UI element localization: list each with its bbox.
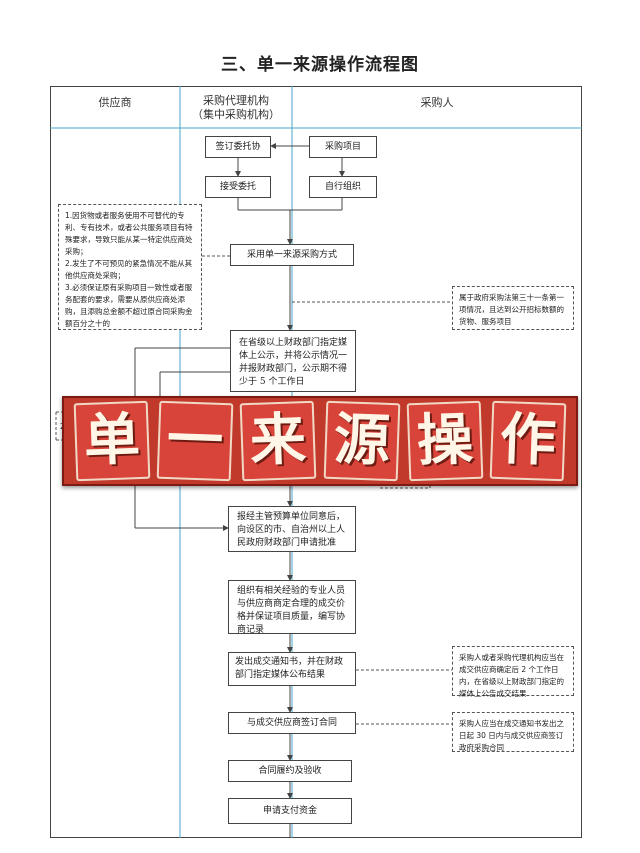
overlay-banner: 单 一 来 源 操 作 bbox=[62, 396, 578, 486]
step-issue-notice: 发出成交通知书，并在财政部门指定媒体公布结果 bbox=[228, 652, 356, 686]
banner-char: 单 bbox=[73, 400, 150, 482]
column-header-supplier: 供应商 bbox=[98, 96, 132, 109]
note-scope: 属于政府采购法第三十一条第一项情况，且达到公开招标数额的货物、服务项目 bbox=[452, 286, 574, 330]
step-purchase-project: 采购项目 bbox=[309, 136, 377, 158]
note-result-notice: 采购人或者采购代理机构应当在成交供应商确定后 2 个工作日内，在省级以上财政部门… bbox=[452, 646, 574, 698]
banner-char: 源 bbox=[323, 400, 400, 482]
banner-char: 操 bbox=[406, 400, 484, 482]
step-sign-contract: 与成交供应商签订合同 bbox=[228, 712, 356, 734]
banner-char: 来 bbox=[239, 400, 317, 482]
page-title: 三、单一来源操作流程图 bbox=[221, 55, 419, 75]
step-organize-negotiation: 组织有相关经验的专业人员与供应商商定合理的成交价格并保证项目质量，编写协商记录 bbox=[228, 580, 356, 635]
step-self-organize: 自行组织 bbox=[309, 176, 377, 198]
banner-char: 一 bbox=[156, 400, 234, 482]
flowchart-frame bbox=[50, 86, 582, 838]
step-publicize: 在省级以上财政部门指定媒体上公示，并将公示情况一并报财政部门，公示期不得少于 5… bbox=[230, 330, 356, 392]
note-contract-notice: 采购人应当在成交通知书发出之日起 30 日内与成交供应商签订政府采购合同 bbox=[452, 712, 574, 752]
step-sign-entrust: 签订委托协 bbox=[205, 136, 271, 158]
column-header-purchaser: 采购人 bbox=[420, 96, 454, 109]
column-header-agency: 采购代理机构 （集中采购机构） bbox=[192, 94, 280, 121]
step-perform-accept: 合同履约及验收 bbox=[228, 760, 352, 782]
step-adopt-method: 采用单一来源采购方式 bbox=[230, 244, 354, 266]
note-conditions: 1.因货物或者服务使用不可替代的专利、专有技术，或者公共服务项目有特殊要求，导致… bbox=[58, 204, 202, 330]
step-apply-payment: 申请支付资金 bbox=[228, 798, 352, 824]
step-accept-entrust: 接受委托 bbox=[205, 176, 271, 198]
banner-char: 作 bbox=[489, 400, 567, 482]
step-apply-approval: 报经主管预算单位同意后，向设区的市、自治州以上人民政府财政部门申请批准 bbox=[228, 506, 356, 552]
